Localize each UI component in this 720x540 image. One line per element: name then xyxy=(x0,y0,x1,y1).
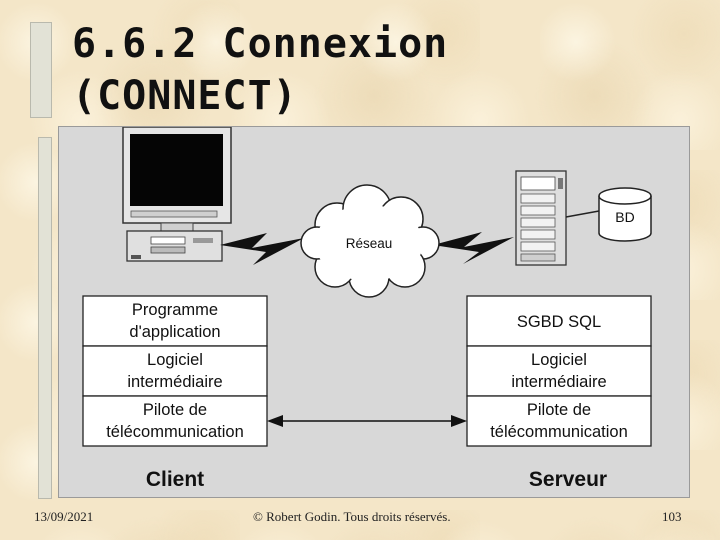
server-icon xyxy=(515,170,567,266)
client-layer-middleware-line1: Logiciel xyxy=(147,351,203,369)
title-accent-bar xyxy=(30,22,52,118)
client-label: Client xyxy=(146,468,204,491)
client-layer-driver-line2: télécommunication xyxy=(106,423,244,441)
lightning-left-icon xyxy=(220,233,304,265)
server-stack: SGBD SQL Logiciel intermédiaire Pilote d… xyxy=(466,295,652,447)
lightning-right-icon xyxy=(433,232,514,264)
client-layer-middleware-line2: intermédiaire xyxy=(127,373,222,391)
client-layer-application-line1: Programme xyxy=(132,301,218,319)
client-layer-middleware-box xyxy=(82,345,268,397)
client-layer-driver-line1: Pilote de xyxy=(143,401,207,419)
server-layer-driver-line1: Pilote de xyxy=(527,401,591,419)
database-label: BD xyxy=(615,209,634,225)
server-layer-middleware-box xyxy=(466,345,652,397)
database-icon xyxy=(598,187,652,242)
client-layer-application-line2: d'application xyxy=(129,323,220,341)
client-server-diagram: Réseau BD Programme d'application Logici… xyxy=(82,127,652,491)
computer-icon xyxy=(122,127,232,262)
server-layer-driver-line2: télécommunication xyxy=(490,423,628,441)
client-layer-application-box xyxy=(82,295,268,347)
footer-date: 13/09/2021 xyxy=(34,509,94,524)
page-number: 103 xyxy=(662,509,682,524)
network-cloud-icon xyxy=(300,184,440,298)
driver-link-arrow xyxy=(267,415,467,427)
footer-copyright: © Robert Godin. Tous droits réservés. xyxy=(253,509,451,524)
client-layer-driver-box xyxy=(82,395,268,447)
server-layer-dbms-box xyxy=(466,295,652,347)
server-layer-driver-box xyxy=(466,395,652,447)
diagram-panel: Réseau BD Programme d'application Logici… xyxy=(58,126,690,498)
body-accent-bar xyxy=(38,137,52,499)
client-stack: Programme d'application Logiciel intermé… xyxy=(82,295,268,447)
slide-title: 6.6.2 Connexion (CONNECT) xyxy=(72,21,449,119)
server-layer-dbms-line1: SGBD SQL xyxy=(517,313,601,331)
server-label: Serveur xyxy=(529,468,607,491)
network-label: Réseau xyxy=(346,236,393,251)
server-db-connector xyxy=(565,210,600,218)
server-layer-middleware-line2: intermédiaire xyxy=(511,373,606,391)
server-layer-middleware-line1: Logiciel xyxy=(531,351,587,369)
